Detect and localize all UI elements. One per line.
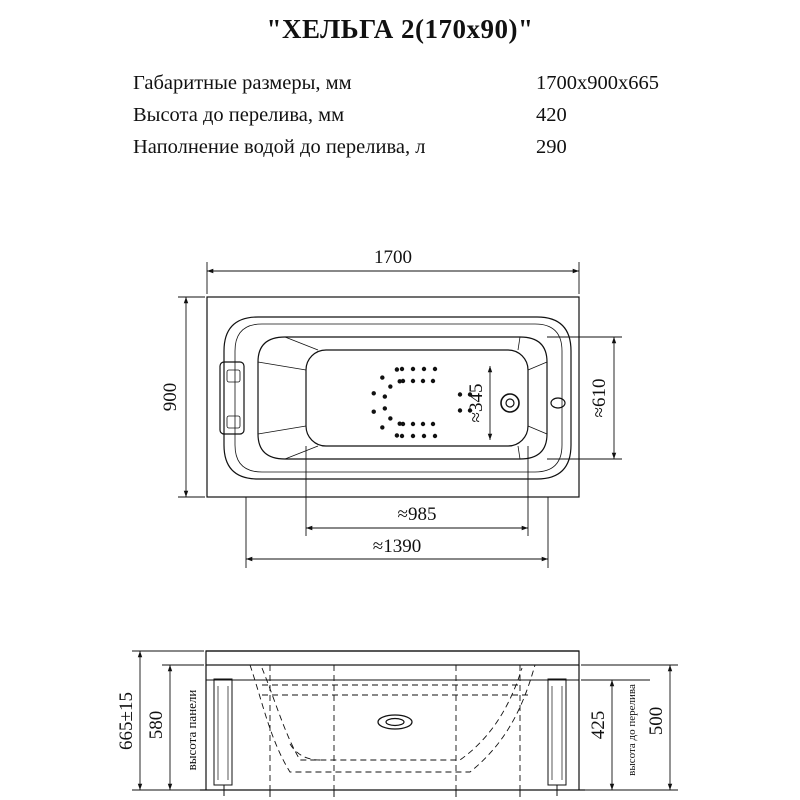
hidden-lines <box>249 664 536 790</box>
jet-dot <box>457 408 463 413</box>
tub-outline <box>206 296 580 498</box>
jet-dot <box>399 433 405 439</box>
jet-dot <box>457 392 463 397</box>
jet-dot <box>371 391 376 396</box>
jet-dot <box>397 421 402 426</box>
basin-corner-line <box>517 445 521 460</box>
headrest-hidden <box>289 743 321 761</box>
spec-value: 290 <box>536 136 567 158</box>
spec-row-overflow-height: Высота до перелива, мм 420 <box>133 104 733 134</box>
tub-basin <box>257 336 548 460</box>
tub-body-hidden <box>249 664 536 773</box>
basin-corner-line <box>527 361 548 371</box>
spec-label: Габаритные размеры, мм <box>133 72 352 94</box>
basin-corner-line <box>517 336 521 351</box>
dimension-label-overflow: 425 <box>588 711 609 740</box>
spec-value: 420 <box>536 104 567 126</box>
jet-dot <box>399 366 405 372</box>
drain-inner <box>505 398 515 408</box>
jet-dot <box>421 433 427 439</box>
dimension-label-pattern-width: ≈345 <box>466 384 487 423</box>
feet <box>223 785 558 797</box>
jet-dot <box>394 433 400 438</box>
rim <box>205 650 580 666</box>
hydromassage-jets <box>371 366 473 439</box>
jet-dot <box>382 406 388 411</box>
jet-dot <box>410 366 416 372</box>
overflow-icon <box>550 397 566 409</box>
jet-dot <box>400 378 406 384</box>
jet-dot <box>420 421 426 427</box>
jet-dot <box>380 425 385 430</box>
jet-dot <box>388 384 393 389</box>
spec-row-dimensions: Габаритные размеры, мм 1700x900x665 <box>133 72 733 102</box>
headrest <box>219 361 245 435</box>
jet-dot <box>432 366 438 372</box>
basin-corner-line <box>257 361 307 371</box>
dimension-label-inner-length: ≈1390 <box>373 536 421 557</box>
jet-dot <box>397 379 402 384</box>
tub-rim-inner <box>223 316 572 480</box>
drain-side-icon <box>377 714 413 730</box>
spec-label: Наполнение водой до перелива, л <box>133 136 426 158</box>
jet-dot <box>382 394 388 399</box>
jet-dot <box>410 378 416 384</box>
jet-dot <box>410 433 416 439</box>
jet-dot <box>371 409 376 414</box>
jet-dot <box>400 421 406 427</box>
dimension-label-inner-width: ≈610 <box>589 379 610 418</box>
spec-value: 1700x900x665 <box>536 72 659 94</box>
top-view <box>206 296 580 498</box>
jet-dot <box>380 375 385 380</box>
tub-rim-lip <box>234 323 563 473</box>
jet-dot <box>430 421 436 427</box>
headrest-clip <box>226 369 241 383</box>
dimension-label-width: 900 <box>160 383 181 412</box>
label-panel-height-note: высота панели <box>184 690 199 771</box>
basin-corner-line <box>257 425 307 435</box>
tub-bottom <box>305 349 529 447</box>
dimension-label-length: 1700 <box>374 247 412 268</box>
leg-support-left <box>213 678 233 786</box>
basin-corner-line <box>284 445 319 460</box>
product-title: "ХЕЛЬГА 2(170x90)" <box>266 14 534 44</box>
dimension-label-bottom-length: ≈985 <box>398 504 437 525</box>
jet-dot <box>420 378 426 384</box>
top-view-labels: 1700 900 ≈610 ≈345 ≈985 ≈1390 <box>160 247 610 557</box>
jet-dot <box>394 367 400 372</box>
drain-icon <box>500 393 520 413</box>
jet-dot <box>410 421 416 427</box>
basin-corner-line <box>284 336 319 351</box>
basin-corner-line <box>527 425 548 435</box>
jet-dot <box>432 433 438 439</box>
jet-dot <box>467 392 473 397</box>
top-view-dimensions <box>178 262 622 568</box>
headrest-clip <box>226 415 241 429</box>
label-overflow-note: высота до перелива <box>626 684 638 776</box>
jet-dot <box>467 408 473 413</box>
dimension-label-rim: 500 <box>646 707 667 736</box>
dimension-label-panel-height: 580 <box>146 711 167 740</box>
dimension-label-total-height: 665±15 <box>116 692 137 750</box>
jet-dot <box>421 366 427 372</box>
drain-side-inner <box>385 717 405 727</box>
leg-support-right <box>547 678 567 786</box>
side-view <box>200 650 585 797</box>
jet-dot <box>430 378 436 384</box>
side-view-dimensions <box>132 650 678 791</box>
spec-label: Высота до перелива, мм <box>133 104 345 126</box>
tub-inner-hidden <box>261 667 523 761</box>
side-view-labels: 665±15 580 высота панели 425 высота до п… <box>116 684 667 776</box>
spec-row-water-volume: Наполнение водой до перелива, л 290 <box>133 136 733 166</box>
jet-dot <box>388 416 393 421</box>
